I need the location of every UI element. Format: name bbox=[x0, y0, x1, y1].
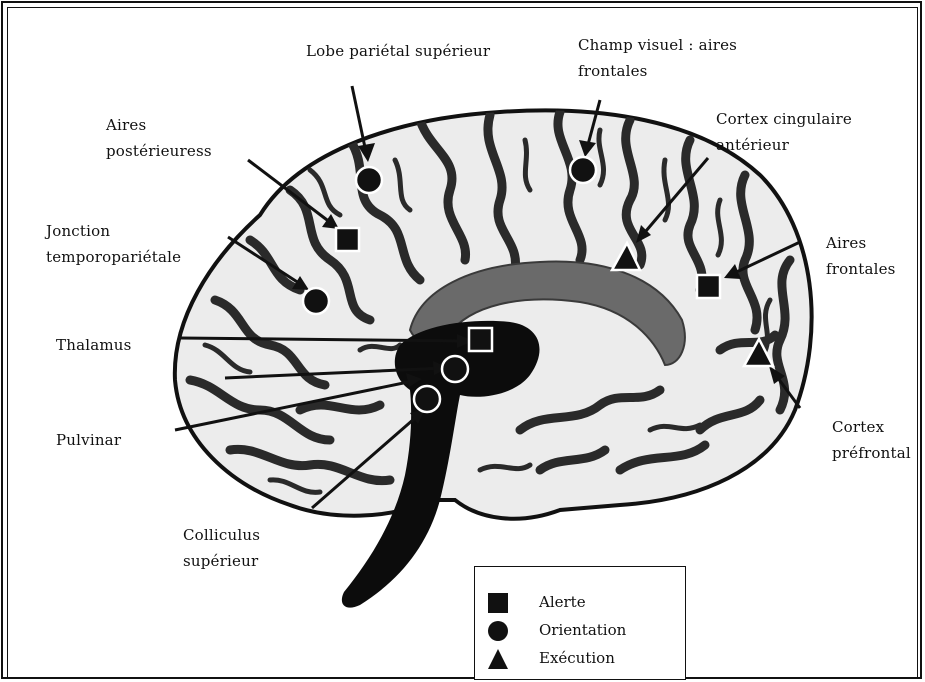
legend-item-execution: Exécution bbox=[475, 645, 685, 671]
legend-item-alerte: Alerte bbox=[475, 589, 685, 615]
marker-alerte-thalamus bbox=[469, 328, 492, 351]
triangle-icon bbox=[487, 648, 509, 670]
legend-label-alerte: Alerte bbox=[539, 589, 586, 615]
label-lobe-parietal: Lobe pariétal supérieur bbox=[306, 38, 490, 64]
label-cortex-cingulaire: Cortex cingulaire antérieur bbox=[716, 106, 852, 158]
label-pulvinar: Pulvinar bbox=[56, 427, 121, 453]
marker-orientation-colliculus bbox=[414, 386, 440, 412]
label-aires-frontales: Aires frontales bbox=[826, 230, 896, 282]
legend-label-execution: Exécution bbox=[539, 645, 615, 671]
legend: Alerte Orientation Exécution bbox=[474, 566, 686, 680]
square-icon bbox=[487, 592, 509, 614]
label-thalamus: Thalamus bbox=[56, 332, 132, 358]
legend-item-orientation: Orientation bbox=[475, 617, 685, 643]
marker-orientation-champ-visuel bbox=[570, 157, 596, 183]
marker-alerte-aires-posterieures bbox=[336, 228, 359, 251]
marker-alerte-aires-frontales bbox=[697, 275, 720, 298]
label-cortex-prefrontal: Cortex préfrontal bbox=[832, 414, 911, 466]
marker-orientation-lobe-parietal bbox=[356, 167, 382, 193]
label-colliculus: Colliculus supérieur bbox=[183, 522, 260, 574]
label-champ-visuel: Champ visuel : aires frontales bbox=[578, 32, 737, 84]
circle-icon bbox=[487, 620, 509, 642]
legend-label-orientation: Orientation bbox=[539, 617, 626, 643]
label-aires-posterieures: Aires postérieuress bbox=[106, 112, 212, 164]
label-jonction: Jonction temporopariétale bbox=[46, 218, 181, 270]
marker-orientation-jonction bbox=[303, 288, 329, 314]
marker-orientation-pulvinar bbox=[442, 356, 468, 382]
